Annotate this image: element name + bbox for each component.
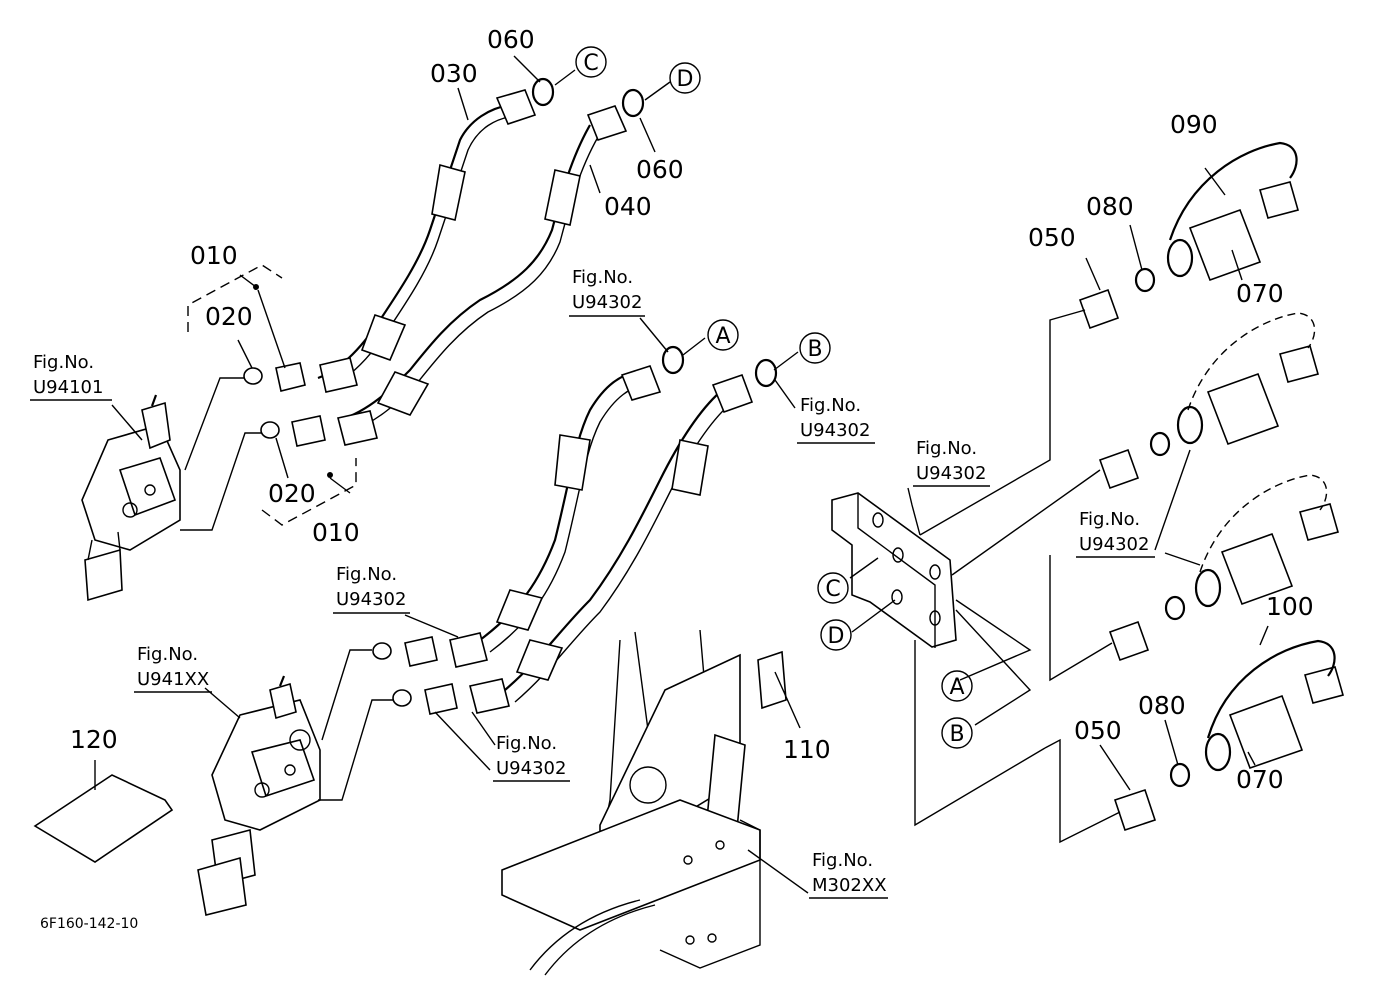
svg-text:U94101: U94101 [33, 377, 103, 398]
part-020-lower: 020 [268, 479, 316, 508]
svg-text:Fig.No.: Fig.No. [33, 352, 94, 373]
bracket-010-upper [187, 264, 283, 332]
part-labels: 010 020 020 010 030 060 060 040 090 080 … [70, 25, 1314, 794]
svg-text:Fig.No.: Fig.No. [336, 564, 397, 585]
svg-text:U94302: U94302 [1079, 534, 1149, 555]
control-valve-upper [81, 394, 181, 602]
svg-text:U941XX: U941XX [137, 669, 209, 690]
part-120: 120 [70, 725, 118, 754]
fig-ref-u941xx: Fig.No. U941XX [134, 644, 212, 693]
part-070-lower: 070 [1236, 765, 1284, 794]
control-valve-lower [197, 675, 321, 916]
part-040: 040 [604, 192, 652, 221]
svg-text:D: D [677, 67, 694, 92]
fig-ref-u94302-5: Fig.No. U94302 [333, 564, 410, 614]
part-070-upper: 070 [1236, 279, 1284, 308]
marker-a-bracket: A [941, 670, 973, 702]
part-010-lower: 010 [312, 518, 360, 547]
part-060-lower: 060 [636, 155, 684, 184]
connection-markers: C D A B C D A B [575, 46, 973, 749]
svg-text:Fig.No.: Fig.No. [800, 395, 861, 416]
marker-c-top: C [575, 46, 607, 78]
fig-ref-u94101: Fig.No. U94101 [30, 352, 112, 401]
coupler-top [1078, 141, 1299, 330]
fig-ref-u94302-4: Fig.No. U94302 [1076, 509, 1155, 558]
svg-text:U94302: U94302 [572, 292, 642, 313]
svg-text:Fig.No.: Fig.No. [137, 644, 198, 665]
marker-a-mid: A [707, 319, 739, 351]
marker-d-bracket: D [820, 619, 852, 651]
part-020-upper: 020 [205, 302, 253, 331]
hose-lower-b [504, 373, 754, 703]
marker-b-mid: B [799, 332, 831, 364]
fig-ref-u94302-2: Fig.No. U94302 [797, 395, 875, 444]
part-060-upper: 060 [487, 25, 535, 54]
svg-text:Fig.No.: Fig.No. [916, 438, 977, 459]
bracket-010-lower [261, 458, 357, 526]
fig-ref-u94302-1: Fig.No. U94302 [569, 267, 645, 317]
marker-b-bracket: B [941, 717, 973, 749]
part-100: 100 [1266, 592, 1314, 621]
hose-lower-a [479, 365, 662, 653]
svg-text:A: A [715, 324, 730, 349]
part-080-upper: 080 [1086, 192, 1134, 221]
fittings-upper [243, 284, 378, 478]
svg-text:Fig.No.: Fig.No. [1079, 509, 1140, 530]
sheet-120 [33, 774, 174, 863]
part-030: 030 [430, 59, 478, 88]
fig-ref-u94302-6: Fig.No. U94302 [493, 733, 570, 782]
svg-text:B: B [949, 722, 964, 747]
part-010-upper: 010 [190, 241, 238, 270]
marker-d-top: D [669, 62, 701, 94]
marker-c-bracket: C [817, 572, 849, 604]
coupler-third [1108, 474, 1339, 662]
svg-text:C: C [583, 51, 598, 76]
part-050-lower: 050 [1074, 716, 1122, 745]
svg-text:U94302: U94302 [800, 420, 870, 441]
svg-text:U94302: U94302 [916, 463, 986, 484]
part-090: 090 [1170, 110, 1218, 139]
svg-text:U94302: U94302 [496, 758, 566, 779]
hose-030 [317, 89, 537, 389]
svg-text:Fig.No.: Fig.No. [812, 850, 873, 871]
coupler-bottom [1113, 639, 1344, 832]
leader-lines [94, 55, 1269, 894]
coupler-second [1098, 312, 1319, 490]
svg-text:M302XX: M302XX [812, 875, 887, 896]
part-080-lower: 080 [1138, 691, 1186, 720]
svg-text:B: B [807, 337, 822, 362]
drawing-code: 6F160-142-10 [40, 916, 138, 932]
o-rings [531, 77, 778, 388]
fig-ref-u94302-3: Fig.No. U94302 [913, 438, 990, 487]
svg-text:U94302: U94302 [336, 589, 406, 610]
svg-text:D: D [828, 624, 845, 649]
svg-text:A: A [949, 675, 964, 700]
svg-text:C: C [825, 577, 840, 602]
svg-text:Fig.No.: Fig.No. [496, 733, 557, 754]
fig-ref-m302xx: Fig.No. M302XX [809, 850, 888, 899]
frame-structure [501, 629, 787, 976]
part-110: 110 [783, 735, 831, 764]
mounting-bracket [831, 492, 1046, 827]
figure-references: Fig.No. U94101 Fig.No. U94302 Fig.No. U9… [30, 267, 1155, 899]
svg-text:Fig.No.: Fig.No. [572, 267, 633, 288]
part-050-upper: 050 [1028, 223, 1076, 252]
hose-040 [339, 105, 628, 433]
fittings-lower [372, 632, 510, 715]
